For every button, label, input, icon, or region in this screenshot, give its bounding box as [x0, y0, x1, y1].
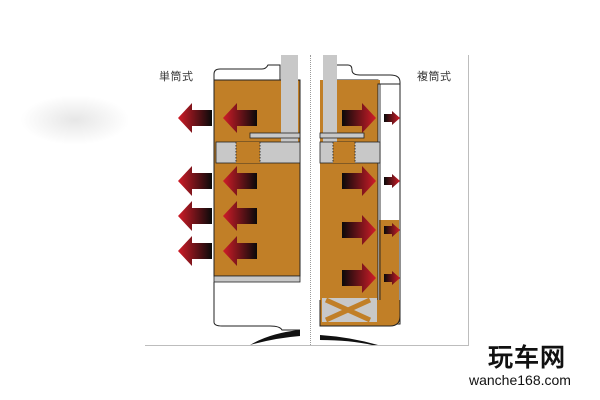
brand-logo: 玩车网 — [488, 343, 567, 372]
monotube-label: 単筒式 — [159, 70, 194, 83]
background-blur — [20, 95, 130, 145]
twintube-shock — [319, 55, 401, 345]
center-divider — [310, 55, 311, 345]
diagram-frame — [145, 55, 469, 346]
twintube-label: 複筒式 — [417, 70, 452, 83]
monotube-shock — [178, 55, 301, 345]
brand-url: wanche168.com — [469, 372, 571, 388]
